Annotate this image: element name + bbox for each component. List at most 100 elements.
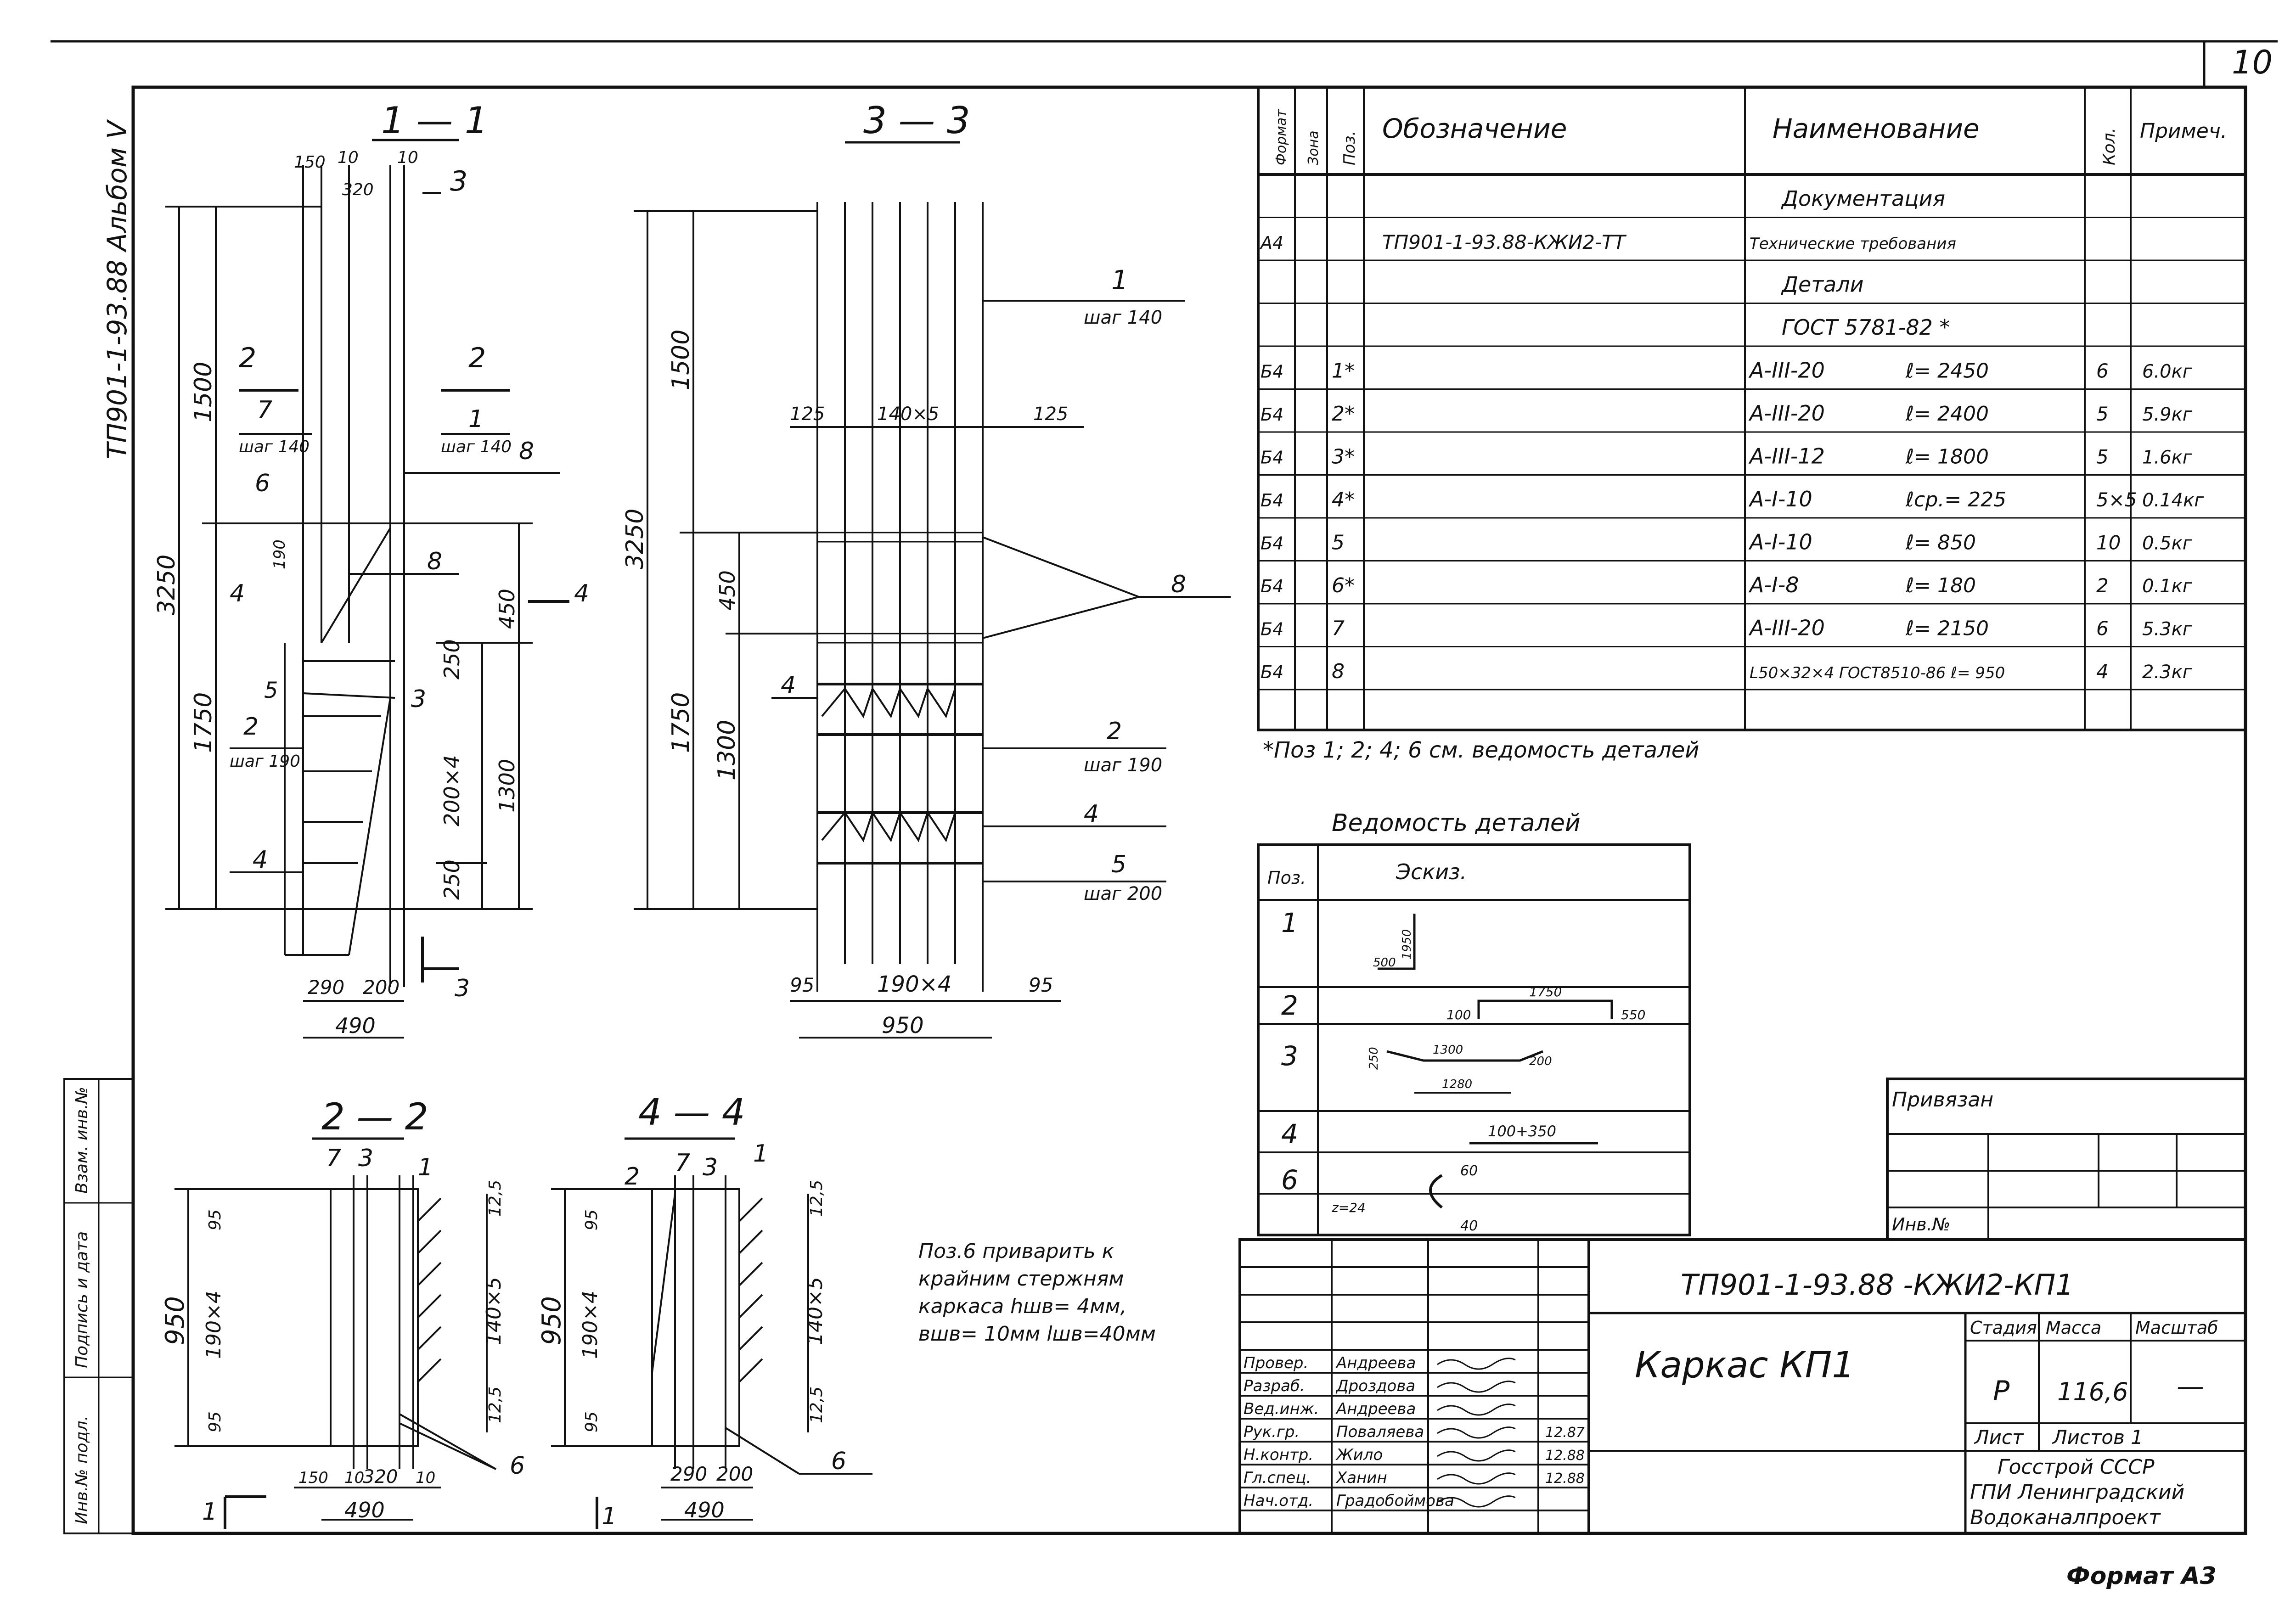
- spec-length: ℓ= 1800: [1905, 445, 1989, 469]
- spec-note: 6.0кг: [2142, 361, 2193, 382]
- svg-text:2: 2: [625, 1163, 640, 1190]
- svg-text:3: 3: [358, 1145, 373, 1172]
- spec-pos: 7: [1332, 617, 1345, 640]
- svg-text:150: 150: [298, 1469, 328, 1487]
- svg-text:3: 3: [703, 1154, 718, 1181]
- signature-mark: [1437, 1426, 1516, 1439]
- svg-text:крайним стержням: крайним стержням: [918, 1267, 1124, 1291]
- svg-text:Кол.: Кол.: [2100, 128, 2119, 165]
- svg-text:4: 4: [574, 580, 589, 607]
- album-side-label: ТП901-1-93.88 Альбом V: [101, 119, 133, 459]
- svg-text:100: 100: [1446, 1007, 1471, 1022]
- spec-format: Б4: [1261, 448, 1283, 468]
- section-3-3-title: 3 — 3: [863, 99, 970, 142]
- svg-text:950: 950: [882, 1013, 924, 1039]
- spec-row: Детали: [1781, 272, 1864, 297]
- spec-note: 0.1кг: [2142, 576, 2193, 597]
- svg-text:Обозначение: Обозначение: [1382, 113, 1567, 144]
- svg-text:116,6: 116,6: [2057, 1377, 2128, 1406]
- svg-text:Примеч.: Примеч.: [2140, 119, 2227, 143]
- svg-text:2: 2: [243, 713, 259, 741]
- svg-text:Листов 1: Листов 1: [2052, 1426, 2143, 1448]
- svg-text:450: 450: [715, 570, 740, 611]
- signature-mark: [1437, 1449, 1516, 1462]
- svg-text:2: 2: [239, 342, 256, 374]
- svg-text:Госстрой СССР: Госстрой СССР: [1998, 1455, 2155, 1479]
- svg-text:Поз.6 приварить к: Поз.6 приварить к: [918, 1240, 1114, 1263]
- svg-text:1: 1: [202, 1498, 217, 1526]
- svg-text:125: 125: [790, 404, 825, 425]
- details-title: Ведомость деталей: [1332, 809, 1581, 837]
- svg-text:60: 60: [1460, 1163, 1478, 1179]
- signature-mark: [1437, 1404, 1516, 1416]
- svg-text:2: 2: [1281, 990, 1298, 1021]
- privyazan-block: Привязан Инв.№: [1886, 1078, 2247, 1241]
- svg-text:Водоканалпроект: Водоканалпроект: [1970, 1506, 2161, 1529]
- svg-text:—: —: [2177, 1370, 2204, 1403]
- svg-text:95: 95: [206, 1209, 225, 1230]
- svg-text:каркаса hшв= 4мм,: каркаса hшв= 4мм,: [918, 1295, 1126, 1318]
- section-4-4: 4 — 4 950 95 190×4 95 12,5 140×5 12,5 29…: [537, 1091, 872, 1522]
- spec-name: А-III-12: [1748, 444, 1825, 469]
- spec-table: Формат Зона Поз. Обозначение Наименовани…: [1257, 86, 2247, 763]
- svg-text:12,5: 12,5: [807, 1387, 826, 1423]
- spec-qty: 10: [2096, 532, 2121, 554]
- section-4-4-title: 4 — 4: [638, 1091, 745, 1134]
- spec-note: 0.5кг: [2142, 533, 2193, 554]
- person-name: Андреева: [1335, 1354, 1416, 1372]
- person-role: Рук.гр.: [1244, 1423, 1300, 1441]
- spec-note: 2.3кг: [2142, 662, 2193, 683]
- person-role: Провер.: [1244, 1354, 1308, 1372]
- svg-text:1: 1: [753, 1140, 768, 1168]
- svg-text:1: 1: [468, 405, 484, 433]
- left-stamp: Инв.№ подл. Подпись и дата Взам. инв.№: [63, 1078, 134, 1534]
- svg-text:95: 95: [582, 1411, 601, 1432]
- svg-text:Эскиз.: Эскиз.: [1396, 859, 1467, 884]
- svg-text:190×4: 190×4: [877, 971, 951, 997]
- spec-pos: 5: [1332, 531, 1345, 555]
- svg-text:6: 6: [1281, 1164, 1298, 1196]
- svg-text:1300: 1300: [495, 759, 519, 813]
- svg-text:1300: 1300: [1433, 1043, 1463, 1057]
- svg-text:3: 3: [411, 685, 426, 713]
- sheet-frame: 10 Формат А3 ТП901-1-93.88 Альбом V: [51, 40, 2278, 1590]
- svg-text:1500: 1500: [190, 362, 217, 422]
- svg-text:3: 3: [1281, 1040, 1298, 1072]
- svg-text:1300: 1300: [713, 720, 741, 780]
- spec-length: ℓ= 850: [1905, 531, 1976, 555]
- section-2-2: 2 — 2 950 95 190×4 95 12,5 140×5 12,5 15…: [160, 1095, 617, 1530]
- spec-format: Б4: [1261, 404, 1283, 425]
- svg-text:140×5: 140×5: [482, 1277, 506, 1345]
- svg-text:95: 95: [1029, 974, 1053, 996]
- svg-text:190: 190: [270, 539, 289, 569]
- sheet-number: 10: [2232, 44, 2273, 81]
- svg-text:1: 1: [1281, 907, 1298, 938]
- svg-text:490: 490: [684, 1498, 725, 1522]
- svg-text:1750: 1750: [190, 692, 217, 753]
- svg-text:8: 8: [519, 438, 534, 465]
- spec-pos: 6*: [1332, 574, 1355, 597]
- svg-text:4: 4: [230, 580, 245, 607]
- svg-text:Поз.: Поз.: [1267, 868, 1306, 888]
- svg-text:z=24: z=24: [1331, 1200, 1366, 1215]
- svg-text:Наименование: Наименование: [1773, 113, 1980, 144]
- svg-text:200: 200: [363, 976, 400, 999]
- svg-text:10: 10: [338, 148, 359, 167]
- spec-row: Документация: [1781, 186, 1945, 211]
- svg-text:Стадия: Стадия: [1970, 1318, 2037, 1338]
- spec-pos: 1*: [1332, 359, 1355, 383]
- svg-text:Лист: Лист: [1974, 1426, 2024, 1448]
- spec-length: ℓ= 2150: [1905, 617, 1989, 640]
- svg-text:Р: Р: [1993, 1375, 2010, 1407]
- spec-qty: 2: [2096, 574, 2109, 597]
- spec-qty: 5: [2096, 403, 2109, 425]
- svg-text:1500: 1500: [667, 330, 695, 390]
- svg-text:95: 95: [790, 974, 814, 996]
- svg-text:140×5: 140×5: [877, 404, 939, 425]
- spec-name: А-III-20: [1748, 358, 1825, 383]
